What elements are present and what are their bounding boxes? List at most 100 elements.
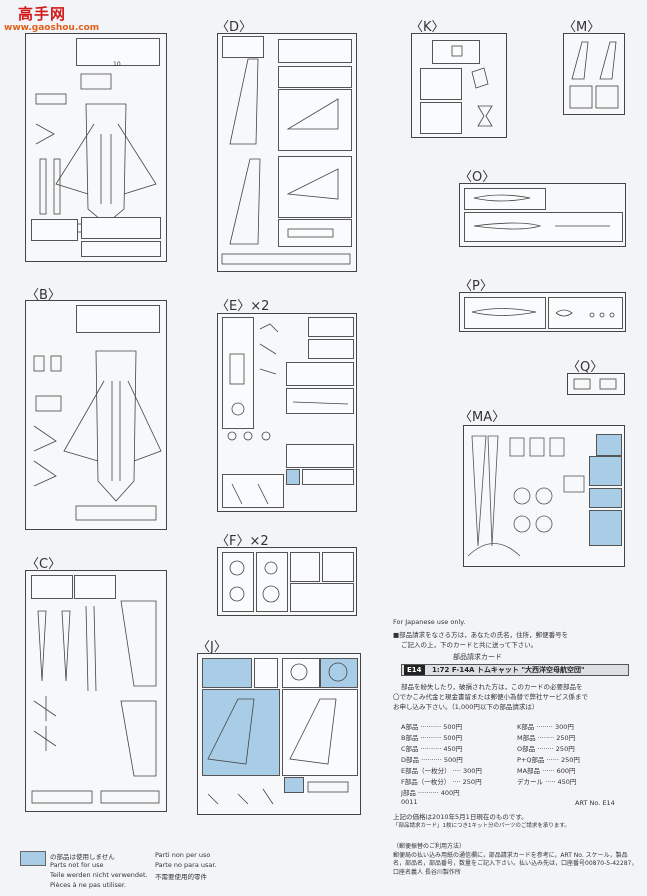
sprue-d-part-1-2-3	[222, 36, 264, 58]
sprue-c-part-2	[31, 575, 73, 599]
sprue-e-part-12	[308, 339, 354, 359]
request-intro: ■部品請求をなさる方は，あなたの氏名，住所，郵便番号を	[393, 631, 569, 639]
price-row: P+Q部品 ······ 250円	[517, 756, 580, 764]
card-text-3: お申し込み下さい。（1,000円以下の部品請求は）	[393, 703, 539, 711]
sprue-d-part-16	[278, 219, 352, 247]
sprue-o-label: 〈O〉	[459, 170, 496, 185]
sprue-o-frame	[459, 183, 626, 247]
sprue-m-parts-drawing	[569, 41, 619, 109]
sprue-j-label: 〈J〉	[197, 640, 227, 655]
sprue-k-part-3	[420, 102, 462, 134]
sprue-a-part-12	[81, 217, 161, 239]
price-row: B部品 ·········· 500円	[401, 734, 463, 742]
sprue-p-part-2	[548, 297, 623, 329]
sprue-d-part-8	[278, 89, 352, 151]
price-row: M部品 ········ 250円	[517, 734, 576, 742]
postal-note-title: （郵便振替のご利用方法）	[393, 843, 466, 850]
sprue-o-part-1	[464, 188, 546, 210]
sprue-o-parts-drawing	[473, 194, 610, 230]
sprue-b-frame	[25, 300, 167, 530]
sprue-e-part-27	[302, 469, 354, 485]
price-footnote: 上記の価格は2010年5月1日現在のものです。	[393, 813, 528, 821]
sprue-e-part-25	[286, 444, 354, 468]
price-footnote-2: 「部品請求カード」1枚につき1キット分のパーツのご請求を承ります。	[393, 823, 570, 829]
sprue-d-frame	[217, 33, 357, 272]
legend-de: Teile werden nicht verwendet.	[50, 871, 148, 879]
sprue-e-label: 〈E〉×2	[216, 299, 270, 314]
request-intro-2: ご記入の上，下のカードと共に送って下さい。	[401, 641, 538, 649]
sprue-k-part-2	[420, 68, 462, 100]
legend-cn: 不需要使用的零件	[155, 873, 207, 881]
legend-es: Parte no para usar.	[155, 861, 217, 869]
price-row: A部品 ·········· 500円	[401, 723, 463, 731]
sprue-ma-part-not-for-use-2	[589, 456, 622, 486]
not-for-use-swatch	[20, 851, 46, 866]
postal-note-text: 郵便局の払い込み用紙の通信欄に，部品請求カードを参考に，ART No. スケール…	[393, 851, 638, 876]
sprue-ma-parts-drawing	[467, 435, 585, 557]
sprue-b-part-18	[76, 305, 160, 333]
sprue-f-parts-drawing	[229, 560, 280, 603]
sprue-a-part-13	[81, 241, 161, 257]
price-row: F部品（一枚分） ···· 250円	[401, 778, 482, 786]
card-text-1: 部品を紛失したり，破損された方は，このカードの必要部品を	[401, 683, 583, 691]
sprue-f-part-4	[322, 552, 354, 582]
postal-transfer-note: （郵便振替のご利用方法） 郵便局の払い込み用紙の通信欄に，部品請求カードを参考に…	[393, 843, 639, 877]
sprue-a-part-10	[76, 38, 160, 66]
sprue-p-frame	[459, 292, 626, 332]
part-number: 10	[113, 61, 121, 68]
sprue-ma-part-not-for-use-4	[589, 510, 622, 546]
sprue-b-label: 〈B〉	[26, 288, 61, 303]
legend-fr: Pièces à ne pas utiliser.	[50, 881, 127, 889]
sprue-f-label: 〈F〉×2	[216, 534, 269, 549]
sprue-e-parts-drawing	[227, 323, 349, 505]
product-code-bar: E14 1:72 F-14A トムキャット "大西洋空母航空団"	[401, 664, 629, 676]
sprue-ma-part-not-for-use-1	[596, 434, 622, 456]
sprue-e-part-11	[308, 317, 354, 337]
price-row: MA部品 ······ 600円	[517, 767, 576, 775]
sprue-q-frame	[567, 373, 625, 395]
sprue-c-frame	[25, 570, 167, 812]
sprue-d-part-7	[278, 66, 352, 88]
sprue-j-part-1-5-not-for-use	[202, 658, 252, 688]
sprue-f-part-3	[290, 552, 320, 582]
sprue-p-parts-drawing	[471, 308, 615, 318]
watermark-title: 高手网	[18, 5, 67, 23]
sprue-k-parts-drawing	[451, 45, 493, 127]
sprue-b-parts-drawing	[33, 350, 162, 521]
sprue-j-part-8-not-for-use	[202, 689, 280, 776]
legend-pt: Parti non per uso	[155, 851, 211, 859]
sprue-e-part-1	[222, 317, 254, 429]
product-name: 1:72 F-14A トムキャット "大西洋空母航空団"	[432, 666, 585, 674]
sprue-f-frame	[217, 547, 357, 616]
sprue-e-part-23	[222, 474, 284, 508]
sprue-e-part-19	[286, 388, 354, 414]
sprue-q-parts-drawing	[573, 378, 617, 390]
sprue-j-part-9	[282, 658, 320, 688]
card-text-2: 〇でかこみ代金と現金書留または郵便小為替で弊社サービス係まで	[393, 693, 588, 701]
sprue-j-part-14-not-for-use	[284, 777, 304, 793]
price-row: C部品 ·········· 450円	[401, 745, 463, 753]
sprue-j-part-6	[254, 658, 278, 688]
price-row: D部品 ·········· 500円	[401, 756, 463, 764]
sprue-p-label: 〈P〉	[459, 279, 493, 294]
price-row: O部品 ········ 250円	[517, 745, 575, 753]
price-row: E部品（一枚分） ···· 300円	[401, 767, 482, 775]
sprue-c-part-1	[74, 575, 116, 599]
parts-request-card-title: 部品請求カード	[453, 653, 502, 661]
sprue-ma-part-not-for-use-3	[589, 488, 622, 508]
sprue-j-frame	[197, 653, 361, 815]
sprue-c-parts-drawing	[31, 600, 160, 804]
watermark-url: www.gaoshou.com	[4, 23, 100, 33]
sprue-e-part-26-not-for-use	[286, 469, 300, 485]
watermark-logo: 高手网 www.gaoshou.com	[4, 3, 99, 37]
sprue-d-part-5	[278, 39, 352, 63]
sprue-d-part-12	[278, 156, 352, 218]
sprue-f-part-5	[290, 583, 354, 612]
product-code: E14	[404, 665, 425, 675]
sprue-j-parts-drawing	[207, 662, 349, 805]
sprue-o-part-2	[464, 212, 623, 242]
legend-en: Parts not for use	[50, 861, 104, 869]
sprue-a-frame: 10	[25, 33, 167, 262]
sprue-j-part-11	[282, 689, 358, 776]
sprue-f-part-1	[222, 552, 254, 612]
